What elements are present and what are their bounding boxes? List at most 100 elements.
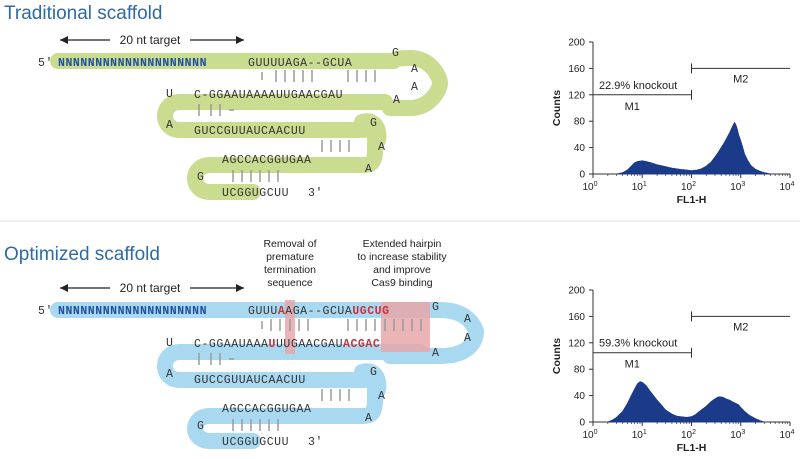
y-axis-title: Counts <box>551 90 563 126</box>
x-tick-label: 101 <box>632 181 647 193</box>
five-prime-label: 5' <box>38 57 53 70</box>
y-tick-label: 160 <box>568 312 585 323</box>
tick-base: 10 <box>730 430 742 441</box>
knockout-percentage: 59.3% knockout <box>599 338 677 350</box>
scaffold-highlight <box>50 302 484 449</box>
base-pairs-stem-3 <box>321 140 350 152</box>
gate-m1-label: M1 <box>625 101 640 113</box>
target-label-bg <box>110 32 190 48</box>
annotation-line: and improve <box>373 264 431 276</box>
y-tick-label: 40 <box>574 143 586 154</box>
tick-base: 10 <box>632 430 644 441</box>
y-tick-label: 0 <box>579 170 585 181</box>
target-sequence: NNNNNNNNNNNNNNNNNNNN <box>58 57 207 70</box>
hairpin-annotation: Extended hairpin to increase stability a… <box>357 238 447 289</box>
loop-base: A <box>411 81 418 94</box>
sequence-row-5: UCGGUGCUU <box>222 436 289 449</box>
sequence-segment: C-GGAAUAAA <box>194 338 269 351</box>
tick-exponent: 2 <box>692 181 696 188</box>
loop-base: A <box>365 412 372 425</box>
annotation-line: Cas9 binding <box>371 277 432 289</box>
sequence-segment: AGA--GCUA <box>285 305 352 318</box>
annotation-line: Removal of <box>263 238 316 250</box>
y-tick-label: 200 <box>568 38 585 49</box>
x-axis-title: FL1-H <box>677 194 707 206</box>
x-tick-label: 104 <box>779 429 794 441</box>
tick-exponent: 1 <box>643 429 647 436</box>
target-label: 20 nt target <box>120 33 181 47</box>
sequence-row-1: GUUUUAGA--GCUA <box>248 57 352 70</box>
x-tick-label: 102 <box>681 181 696 193</box>
target-sequence: NNNNNNNNNNNNNNNNNNNN <box>58 305 207 318</box>
x-tick-label: 104 <box>779 181 794 193</box>
sequence-row-4: AGCCACGGUGAA <box>222 403 311 416</box>
base-pairs-stem-4 <box>232 419 279 431</box>
tick-base: 10 <box>730 182 742 193</box>
loop-base: A <box>464 332 471 345</box>
loop-base: G <box>432 301 439 314</box>
x-tick-label: 100 <box>582 181 597 193</box>
base-pairs-stem-2 <box>198 104 234 116</box>
loop-base: A <box>464 313 471 326</box>
loop-base: G <box>370 366 377 379</box>
sequence-row-5: UCGGUGCUU <box>222 187 289 200</box>
tick-exponent: 0 <box>594 181 598 188</box>
scaffold-highlight <box>50 50 448 200</box>
y-tick-label: 120 <box>568 338 585 349</box>
knockout-percentage: 22.9% knockout <box>599 80 677 92</box>
mutated-base: U <box>269 338 276 351</box>
target-label: 20 nt target <box>120 281 181 295</box>
three-prime-label: 3' <box>308 187 323 200</box>
loop-base: A <box>166 368 173 381</box>
five-prime-label: 5' <box>38 305 53 318</box>
tick-exponent: 4 <box>791 429 795 436</box>
loop-base: A <box>166 119 173 132</box>
x-tick-label: 101 <box>632 429 647 441</box>
tick-exponent: 3 <box>741 181 745 188</box>
loop-base: U <box>166 337 173 350</box>
sequence-row-2: C-GGAAUAAAUUUGAACGAUACGAC <box>194 338 380 351</box>
x-tick-label: 103 <box>730 181 745 193</box>
sequence-segment: UUGAACGAU <box>276 338 343 351</box>
loop-base: A <box>411 63 418 76</box>
tick-base: 10 <box>779 182 791 193</box>
tick-exponent: 2 <box>692 429 696 436</box>
tick-base: 10 <box>681 430 693 441</box>
base-pairs-stem-1 <box>261 70 376 82</box>
y-tick-label: 120 <box>568 90 585 101</box>
annotation-line: premature <box>266 251 314 263</box>
annotation-line: to increase stability <box>357 251 447 263</box>
loop-base: A <box>365 163 372 176</box>
sequence-row-2: C-GGAAUAAAAUUGAACGAU <box>194 89 343 102</box>
x-axis-title: FL1-H <box>677 442 707 454</box>
tick-base: 10 <box>582 430 594 441</box>
three-prime-label: 3' <box>308 436 323 449</box>
hairpin-highlight <box>381 302 430 352</box>
x-tick-label: 100 <box>582 429 597 441</box>
x-tick-label: 103 <box>730 429 745 441</box>
base-pairs-stem-3 <box>321 389 350 401</box>
loop-base: U <box>166 88 173 101</box>
annotation-line: sequence <box>267 277 313 289</box>
traditional-panel: Traditional scaffold 20 nt target 5' NNN… <box>4 3 448 200</box>
base-pairs-stem-1 <box>261 319 422 331</box>
annotation-line: Extended hairpin <box>363 238 442 250</box>
sequence-row-3: GUCCGUUAUCAACUU <box>194 374 306 387</box>
sequence-row-3: GUCCGUUAUCAACUU <box>194 125 306 138</box>
tick-exponent: 1 <box>643 181 647 188</box>
annotation-line: termination <box>264 264 316 276</box>
gate-m2-label: M2 <box>733 73 748 85</box>
y-tick-label: 40 <box>574 391 586 402</box>
y-tick-label: 0 <box>579 418 585 429</box>
tick-base: 10 <box>681 182 693 193</box>
tick-base: 10 <box>779 430 791 441</box>
y-tick-label: 80 <box>574 117 586 128</box>
loop-base: A <box>378 141 385 154</box>
histogram-area <box>607 381 765 423</box>
y-axis-title: Counts <box>551 338 563 374</box>
loop-base: G <box>197 171 204 184</box>
loop-base: A <box>393 94 400 107</box>
tick-exponent: 0 <box>594 429 598 436</box>
